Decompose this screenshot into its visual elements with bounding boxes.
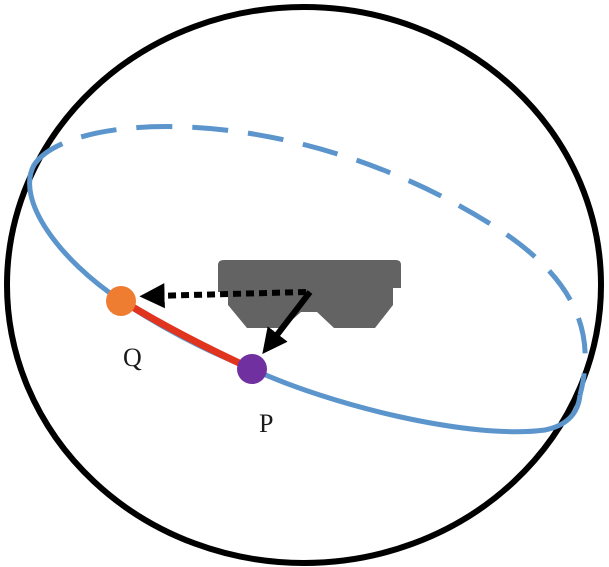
point-q-label: Q (123, 343, 142, 372)
great-circle-back-dashed (31, 124, 588, 396)
point-p-marker (237, 354, 267, 384)
point-p-label: P (259, 409, 273, 438)
point-q-marker (106, 286, 136, 316)
solid-arrow-to-p (262, 290, 313, 354)
sphere-outline (4, 4, 604, 566)
